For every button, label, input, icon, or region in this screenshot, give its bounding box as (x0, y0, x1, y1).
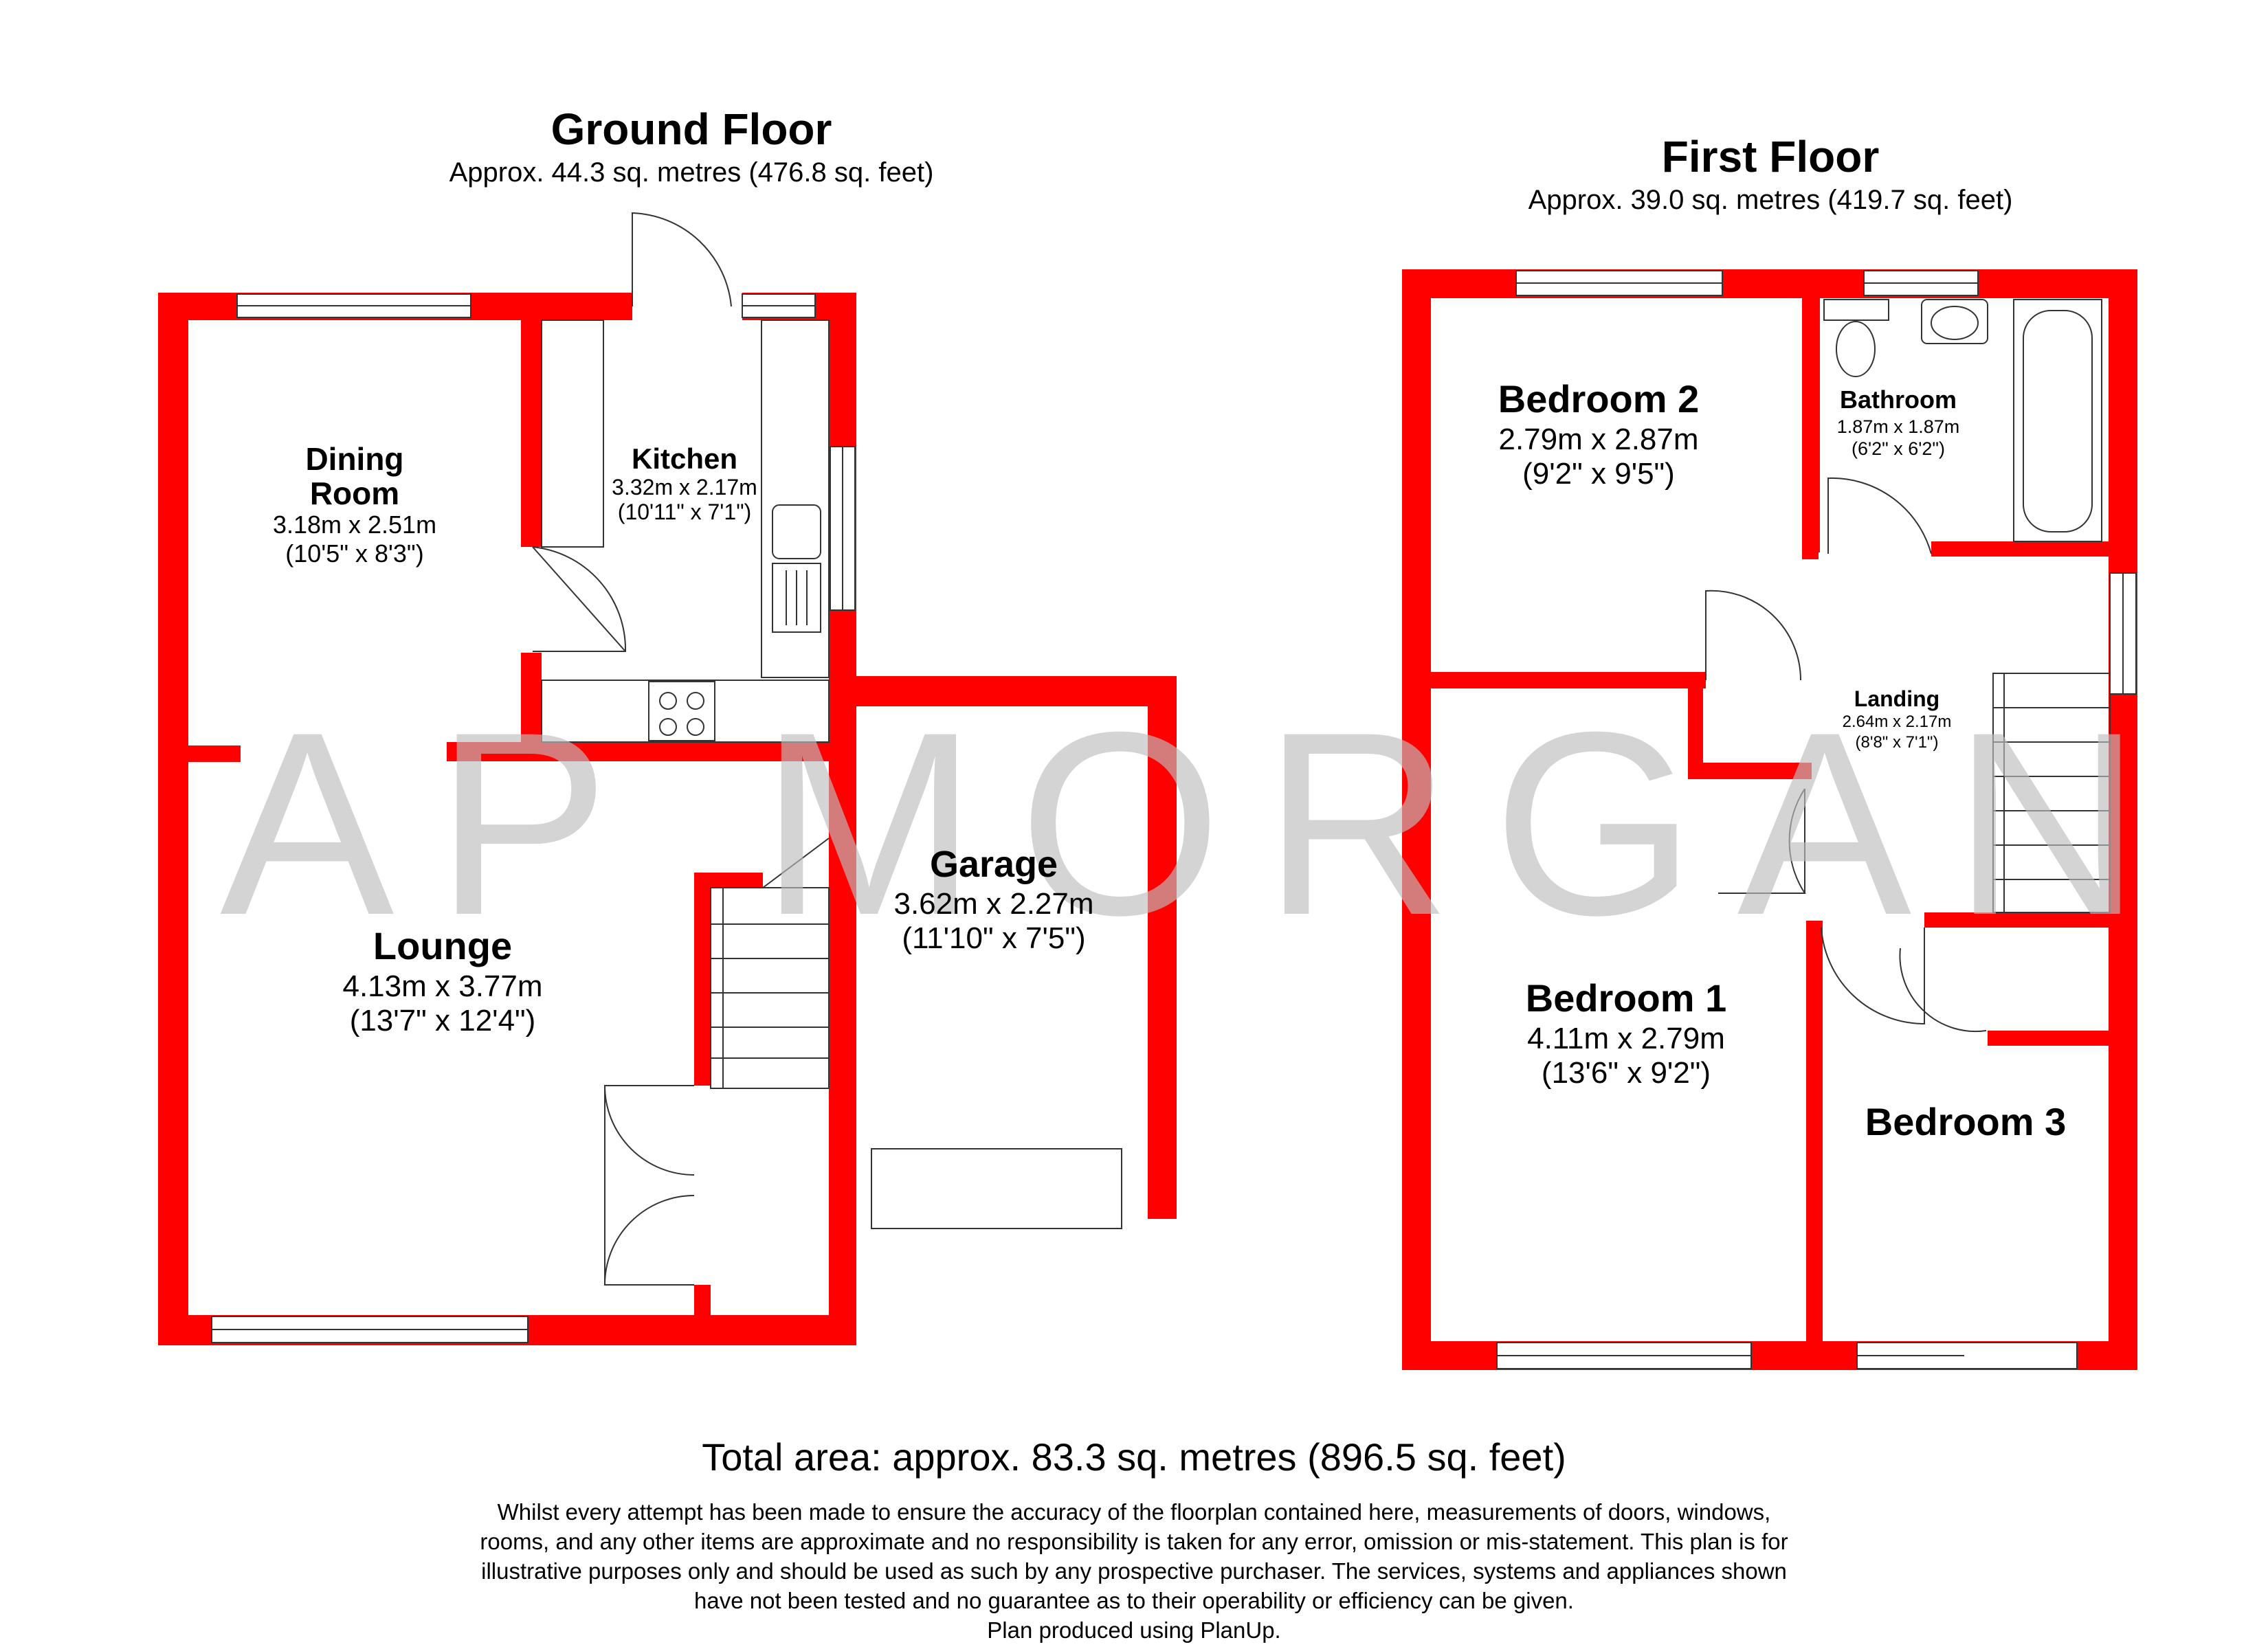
ground-floor-title: Ground Floor (551, 104, 832, 154)
gf-wall-stairs-top (694, 873, 763, 888)
ff-door-bed2 (1705, 590, 1802, 681)
ff-wall-cupboard (1988, 1031, 2110, 1046)
ground-floor-plan (158, 212, 1177, 1345)
disclaimer-line-5: Plan produced using PlanUp. (987, 1617, 1280, 1643)
bedroom2-imperial: (9'2" x 9'5") (1522, 457, 1675, 491)
ff-wall-top (1402, 269, 2136, 298)
kitchen-unit-right (761, 319, 830, 678)
garage-label: Garage (930, 844, 1058, 885)
gf-wall-dining-kitchen (521, 320, 542, 547)
gf-door-dining (532, 546, 627, 652)
first-floor-area: Approx. 39.0 sq. metres (419.7 sq. feet) (1528, 185, 2013, 215)
first-floor-title: First Floor (1662, 132, 1879, 181)
garage-metric: 3.62m x 2.27m (893, 887, 1093, 921)
gf-wall-stairs-side (694, 873, 711, 1086)
bedroom2-label: Bedroom 2 (1498, 377, 1700, 420)
dining-room-label-line1: Dining (305, 441, 403, 477)
garage-door (871, 1148, 1122, 1229)
bedroom2-metric: 2.79m x 2.87m (1498, 423, 1698, 456)
disclaimer-line-3: illustrative purposes only and should be… (481, 1558, 1787, 1584)
gf-wall-dining-kitchen-lower (521, 653, 542, 749)
kitchen-metric: 3.32m x 2.17m (612, 475, 757, 500)
toilet-icon (1836, 321, 1876, 377)
gf-stairs (710, 838, 830, 1089)
hob-icon (648, 681, 715, 741)
bedroom3-label: Bedroom 3 (1865, 1100, 2067, 1143)
dining-room-label-line2: Room (310, 475, 399, 511)
garage-imperial: (11'10" x 7'5") (902, 921, 1085, 955)
ff-door-bed1 (1718, 788, 1806, 894)
ff-stairs (1992, 673, 2111, 913)
gf-door-lounge-french (603, 1085, 695, 1286)
bath-icon (2013, 299, 2102, 542)
bathroom-metric: 1.87m x 1.87m (1837, 416, 1960, 437)
gf-wall-lounge-dining-right (447, 742, 829, 761)
kitchen-drainer-icon (772, 563, 821, 633)
landing-imperial: (8'8" x 7'1") (1856, 733, 1939, 752)
ff-wall-bed1-landing-b (1688, 763, 1812, 779)
ff-wall-left (1402, 269, 1431, 1370)
kitchen-sink-icon (772, 504, 821, 559)
bedroom1-imperial: (13'6" x 9'2") (1542, 1056, 1711, 1090)
bedroom1-label: Bedroom 1 (1526, 976, 1727, 1020)
gf-wall-left (158, 293, 188, 1344)
landing-metric: 2.64m x 2.17m (1843, 713, 1952, 731)
lounge-label: Lounge (373, 924, 512, 967)
ff-wall-right (2109, 269, 2137, 1370)
dining-room-metric: 3.18m x 2.51m (273, 511, 436, 539)
gf-door-kitchen-back (632, 212, 732, 307)
ff-door-bed3 (1821, 927, 1925, 1025)
disclaimer-line-1: Whilst every attempt has been made to en… (498, 1499, 1771, 1525)
kitchen-imperial: (10'11" x 7'1") (618, 500, 751, 524)
basin-icon (1921, 299, 1988, 344)
kitchen-unit-left (541, 319, 604, 548)
disclaimer-line-4: have not been tested and no guarantee as… (694, 1588, 1574, 1613)
ff-door-cupboard (1899, 928, 1987, 1033)
ff-door-bathroom (1827, 477, 1932, 554)
watermark-logo: AP MORGAN (220, 677, 2183, 969)
ff-wall-bed1-bed3 (1806, 921, 1823, 1343)
lounge-imperial: (13'7" x 12'4") (350, 1004, 536, 1037)
ground-floor-area: Approx. 44.3 sq. metres (476.8 sq. feet) (449, 157, 934, 188)
gf-wall-lounge-dining-left (158, 745, 241, 762)
landing-label: Landing (1854, 686, 1939, 711)
gf-wall-lounge-stub (694, 1285, 711, 1319)
dining-room-imperial: (10'5" x 8'3") (285, 539, 423, 568)
garage-wall-top (829, 676, 1177, 706)
gf-wall-lounge-right (829, 694, 856, 1344)
ff-wall-bath-left (1806, 298, 1820, 552)
bathroom-imperial: (6'2" x 6'2") (1852, 438, 1945, 459)
total-area: Total area: approx. 83.3 sq. metres (896… (702, 1435, 1566, 1479)
kitchen-label: Kitchen (632, 442, 737, 475)
toilet-cistern-icon (1823, 299, 1889, 321)
disclaimer-line-2: rooms, and any other items are approxima… (480, 1529, 1788, 1554)
first-floor-plan (1402, 269, 2137, 1370)
ff-wall-bed1-landing-a (1688, 680, 1703, 776)
ff-wall-landing-bed3 (1924, 912, 2110, 928)
ff-wall-bed2-bed1 (1431, 672, 1706, 688)
garage-wall-right (1148, 676, 1177, 1219)
bedroom1-metric: 4.11m x 2.79m (1527, 1022, 1725, 1055)
bathroom-label: Bathroom (1840, 385, 1957, 414)
lounge-metric: 4.13m x 3.77m (342, 969, 542, 1003)
ff-wall-bath-bottom (1931, 541, 2109, 557)
kitchen-unit-bottom (541, 680, 830, 743)
